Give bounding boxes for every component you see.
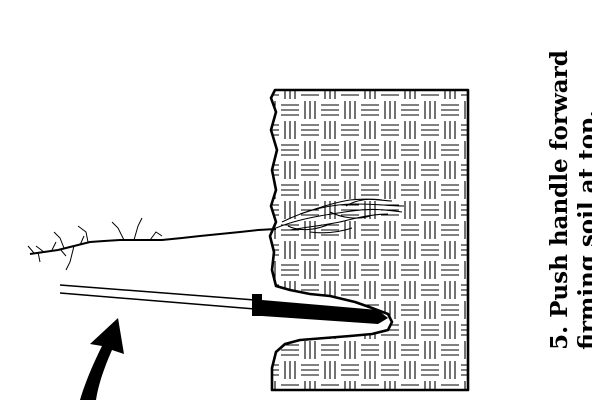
caption-line-2: firming soil at top. [574, 50, 592, 350]
instruction-caption: 5. Push handle forward firming soil at t… [546, 50, 592, 350]
caption-line-1: 5. Push handle forward [546, 50, 574, 350]
push-direction-arrow [80, 318, 124, 400]
seedling-stem [28, 218, 276, 270]
soil-block [270, 90, 468, 390]
